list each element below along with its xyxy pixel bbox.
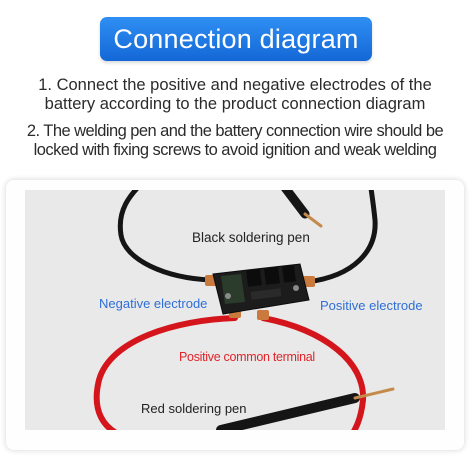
instruction-line: locked with fixing screws to avoid ignit… bbox=[33, 141, 437, 159]
copper-lug bbox=[303, 276, 315, 287]
page-title: Connection diagram bbox=[113, 23, 359, 54]
black-cable-right bbox=[304, 190, 378, 285]
pcb-board bbox=[212, 263, 310, 315]
red-pen-label: Red soldering pen bbox=[141, 401, 247, 416]
black-soldering-pen bbox=[281, 190, 323, 228]
instruction-line: 2. The welding pen and the battery conne… bbox=[26, 122, 444, 140]
red-cable bbox=[93, 315, 238, 430]
positive-common-terminal-label: Positive common terminal bbox=[179, 350, 315, 364]
negative-electrode-label: Negative electrode bbox=[99, 296, 208, 311]
positive-electrode-label: Positive electrode bbox=[320, 298, 423, 313]
instructions: 1. Connect the positive and negative ele… bbox=[0, 76, 470, 160]
black-cable-left bbox=[117, 190, 214, 283]
connection-photo bbox=[25, 190, 445, 430]
red-cable bbox=[260, 315, 367, 430]
instruction-step-2: 2. The welding pen and the battery conne… bbox=[0, 122, 470, 160]
red-soldering-pen bbox=[216, 387, 395, 430]
connection-illustration bbox=[93, 190, 395, 430]
instruction-line: 1. Connect the positive and negative ele… bbox=[38, 76, 432, 94]
instruction-line: battery according to the product connect… bbox=[44, 95, 426, 113]
black-pen-label: Black soldering pen bbox=[192, 230, 310, 245]
copper-lug bbox=[257, 310, 269, 320]
title-badge: Connection diagram bbox=[100, 17, 372, 61]
instruction-step-1: 1. Connect the positive and negative ele… bbox=[0, 76, 470, 114]
